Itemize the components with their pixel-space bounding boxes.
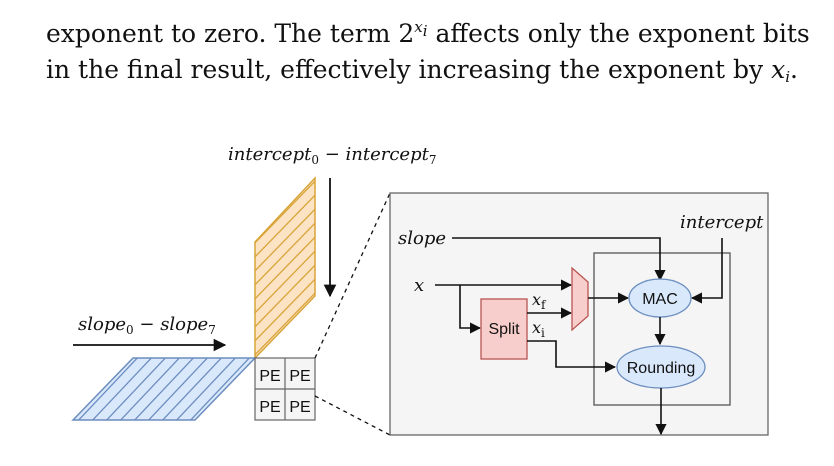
slope-hatch-line (143, 358, 213, 420)
math-superscript: xi (414, 17, 428, 40)
pe-cell-label: PE (259, 368, 280, 385)
slope-hatch-line (115, 358, 185, 420)
math-subscript: i (422, 21, 428, 40)
math-var: x (771, 55, 786, 84)
paper-paragraph: exponent to zero. The term 2xi affects o… (46, 16, 810, 88)
paragraph-line-1: exponent to zero. The term 2xi affects o… (46, 16, 810, 52)
intercept-hatch-line (255, 189, 315, 263)
slope-hatch-line (101, 358, 171, 420)
math-var: x (414, 17, 423, 36)
intercept-hatch-line (255, 273, 315, 347)
slope-input-label: slope (398, 228, 446, 249)
pe-array: PE PE PE PE (254, 357, 316, 421)
xi-wire (527, 340, 617, 373)
intercept-hatch-line (255, 245, 315, 319)
slope-wire (452, 237, 666, 282)
text-segment: exponent to zero. The term (46, 19, 399, 48)
slope-hatch-line (73, 358, 143, 420)
x-input-label: x (414, 275, 424, 296)
slope-hatch-line (129, 358, 199, 420)
intercept-hatch-line (255, 203, 315, 277)
intercept-input-label: intercept (680, 212, 764, 233)
rounding-label: Rounding (627, 360, 696, 377)
text-segment: affects only the exponent bits (427, 19, 810, 48)
intercept-hatch-line (255, 231, 315, 305)
xi-label: xi (532, 318, 545, 340)
split-block (480, 298, 528, 360)
pe-detail-panel: slope intercept x Split xf xi MAC (389, 192, 769, 436)
pe-core-box (593, 252, 731, 406)
pe-cell-label: PE (289, 399, 310, 416)
pe-cell-label: PE (259, 399, 280, 416)
paragraph-line-2: in the final result, effectively increas… (46, 52, 806, 88)
math-subscript: i (785, 67, 790, 86)
slope-buffer (71, 357, 257, 421)
slope-range-label: slope0 − slope7 (78, 314, 216, 337)
math-base: 2 (398, 19, 415, 48)
slope-hatch-line (87, 358, 157, 420)
mac-label: MAC (642, 291, 678, 308)
intercept-hatch-line (255, 217, 315, 291)
intercept-hatch-line (255, 287, 315, 358)
intercept-hatch-line (255, 259, 315, 333)
slope-hatch-line (171, 358, 241, 420)
x-to-split-wire (459, 285, 482, 334)
intercept-wire (690, 238, 723, 304)
text-segment: . (790, 55, 798, 84)
text-segment: in the final result, effectively increas… (46, 55, 772, 84)
xf-label: xf (532, 290, 547, 312)
pe-cell-label: PE (289, 368, 310, 385)
zoom-line-top (314, 192, 391, 359)
intercept-hatch-line (255, 178, 315, 249)
slope-hatch-line (185, 358, 255, 420)
slope-hatch-line (157, 358, 227, 420)
intercept-range-label: intercept0 − intercept7 (228, 144, 437, 167)
mux-block (571, 266, 589, 332)
split-label: Split (488, 321, 520, 338)
zoom-line-bottom (314, 395, 391, 436)
